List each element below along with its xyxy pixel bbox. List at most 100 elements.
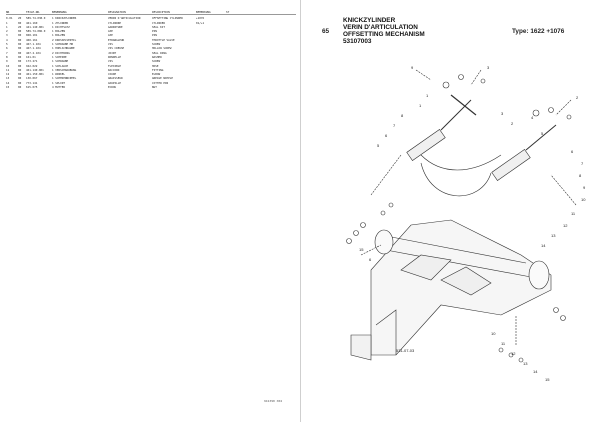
- table-cell: +1076: [196, 16, 205, 21]
- table-cell: 1 SCHEIBE: [52, 54, 67, 59]
- table-cell: FLEXIBLE: [108, 63, 121, 68]
- page-number: 65: [322, 28, 330, 35]
- table-cell: HOSE: [152, 63, 159, 68]
- table-cell: [226, 85, 236, 89]
- table-cell: 00: [18, 37, 22, 42]
- column-header: DESCRIPTION: [152, 10, 170, 14]
- table-cell: GRAISSEUR: [108, 76, 123, 81]
- table-cell: 1 BOLZEN: [52, 29, 65, 34]
- table-cell: 4: [6, 37, 8, 42]
- table-cell: 1: [6, 20, 8, 25]
- part-callout: 6: [571, 149, 574, 154]
- type-label: Type: 1622 +1076: [512, 28, 565, 35]
- table-cell: OFFSETTING CYLINDER: [152, 16, 183, 21]
- column-header: DESIGNATION: [108, 10, 126, 14]
- table-cell: HOLLOW SCREW: [152, 46, 172, 51]
- table-cell: CYLINDRE: [108, 20, 121, 25]
- table-cell: 3: [6, 33, 8, 38]
- table-cell: PIN: [152, 29, 157, 34]
- table-cell: 00: [18, 29, 22, 34]
- table-cell: 11: [6, 67, 10, 72]
- section-code: 53107003: [343, 38, 372, 45]
- table-cell: 2 DICHTRING: [52, 50, 70, 55]
- part-callout: 3: [487, 65, 490, 70]
- table-cell: 1 SCHRAUBE: [52, 59, 69, 64]
- table-cell: 942.022: [26, 63, 38, 68]
- part-callout: 11: [501, 341, 506, 346]
- table-cell: VERIN D'ARTICULATION: [108, 16, 141, 21]
- table-cell: 6: [6, 46, 8, 51]
- table-cell: THROTTLE VALVE: [152, 37, 175, 42]
- part-callout: 13: [551, 233, 556, 238]
- part-callout: 5: [377, 143, 380, 148]
- part-callout: 4: [531, 115, 534, 120]
- part-callout: 6: [369, 257, 372, 262]
- table-cell: CYLINDER: [152, 20, 165, 25]
- table-cell: AXE: [108, 33, 113, 38]
- table-cell: GREASE NIPPLE: [152, 76, 174, 81]
- part-callout: 12: [563, 223, 568, 228]
- table-cell: 00: [18, 80, 22, 85]
- table-cell: 1 VERSCHRAUBUNG: [52, 67, 77, 72]
- table-cell: SEAL RING: [152, 50, 167, 55]
- table-cell: ETRANGLEUR: [108, 37, 125, 42]
- table-cell: VIS: [108, 59, 113, 64]
- table-cell: RACCORD: [108, 67, 120, 72]
- table-cell: 773.141: [26, 80, 38, 85]
- table-cell: 00: [18, 85, 22, 90]
- section-title-en: OFFSETTING MECHANISM: [343, 31, 425, 38]
- column-header: ST: [226, 10, 230, 14]
- table-cell: 20: [18, 24, 22, 29]
- table-cell: NUT: [152, 85, 157, 90]
- table-cell: 461.150.001: [26, 72, 44, 77]
- table-cell: 1 DICHTSATZ: [52, 24, 70, 29]
- table-cell: 1 WINKEL: [52, 72, 65, 77]
- part-callout: 15: [545, 377, 550, 382]
- part-callout: 1: [426, 93, 429, 98]
- column-header: TEILE-NR.: [26, 10, 41, 14]
- table-cell: 068.101: [26, 33, 38, 38]
- part-callout: 8: [401, 113, 404, 118]
- table-cell: 1 SCHMIERNIPPEL: [52, 76, 77, 81]
- table-cell: 1: [6, 24, 8, 29]
- table-cell: ECROU: [108, 85, 117, 90]
- table-cell: 13: [6, 76, 10, 81]
- table-cell: 00: [18, 33, 22, 38]
- table-cell: 7: [6, 50, 8, 55]
- table-cell: 589.74.006.0: [26, 29, 46, 34]
- table-cell: 461.140.001: [26, 67, 44, 72]
- table-cell: 1 HOHLSCHRAUBE: [52, 46, 75, 51]
- table-cell: 441.140.001: [26, 24, 44, 29]
- section-title-fr: VERIN D'ARTICULATION: [343, 24, 418, 31]
- table-cell: 173.271: [26, 59, 38, 64]
- table-cell: 00: [18, 20, 22, 25]
- part-callout: 8: [579, 173, 582, 178]
- table-cell: 2: [6, 29, 8, 34]
- table-cell: SEAL KIT: [152, 24, 165, 29]
- table-cell: PIN: [152, 33, 157, 38]
- column-header: BENENNUNG: [52, 10, 67, 14]
- table-cell: WASHER: [152, 54, 162, 59]
- table-cell: 00: [18, 67, 22, 72]
- table-cell: 1 KNICKZYLINDER: [52, 16, 77, 21]
- table-row: 2 00 589.74.006.0 1 BOLZEN AXE PIN: [6, 29, 296, 33]
- part-callout: 10: [491, 331, 496, 336]
- column-header: BEMERKUNG: [196, 10, 211, 14]
- table-cell: AXE: [108, 29, 113, 34]
- table-cell: 1 SPLINT: [52, 80, 65, 85]
- table-cell: 10: [6, 63, 10, 68]
- part-callout: 10: [581, 197, 586, 202]
- table-cell: 1 ZYLINDER: [52, 20, 69, 25]
- table-cell: 615.075: [26, 85, 38, 90]
- table-cell: 00: [18, 59, 22, 64]
- table-cell: 00: [18, 63, 22, 68]
- part-callout: 12: [511, 351, 516, 356]
